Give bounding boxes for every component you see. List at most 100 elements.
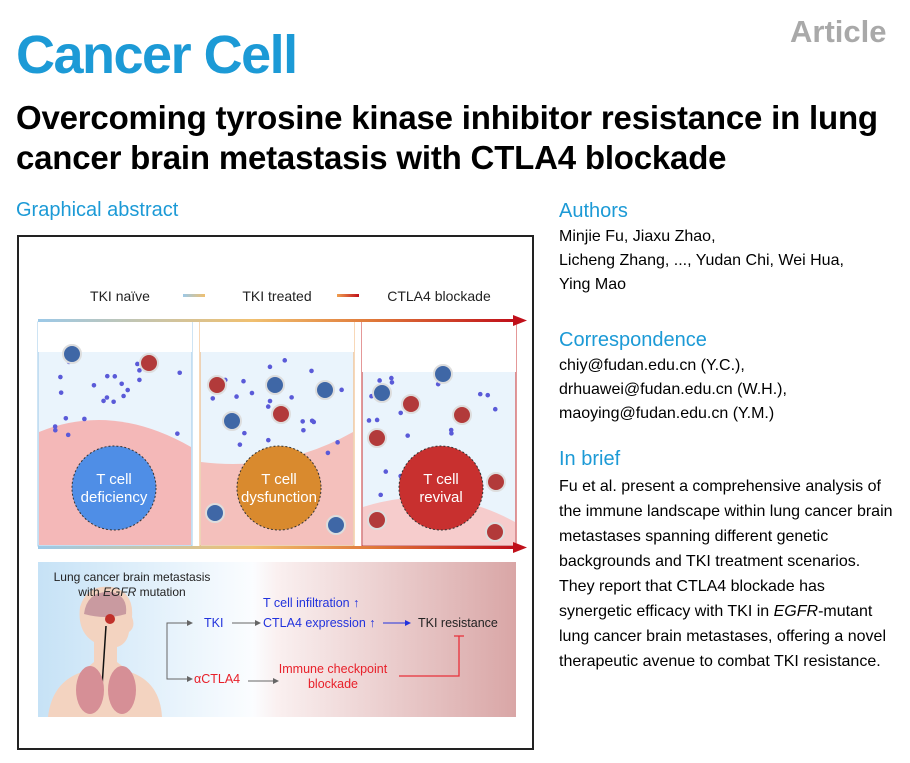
expression-label: CTLA4 expression ↑ [263, 616, 376, 630]
circle-t-cell-dysfunction [236, 445, 322, 531]
circle-label: T cell [261, 471, 297, 488]
cell-nucleus [477, 391, 483, 397]
cell-nucleus [104, 373, 110, 379]
cell-nucleus [137, 377, 142, 383]
tumor-cell-icon [271, 404, 291, 424]
tumor-cell-icon [452, 405, 472, 425]
cell-nucleus [175, 431, 180, 436]
circle-t-cell-revival [398, 445, 484, 531]
cell-nucleus [289, 395, 294, 400]
circle-t-cell-deficiency [71, 445, 157, 531]
email-link[interactable]: maoying@fudan.edu.cn (Y.M.) [559, 405, 775, 422]
resistance-label: TKI resistance [418, 616, 498, 630]
graphical-abstract: TKI naïve TKI treated CTLA4 blockade T c… [17, 235, 534, 750]
cell-nucleus [339, 387, 344, 393]
cell-nucleus [65, 432, 71, 438]
tumor-cell-icon [207, 375, 227, 395]
email-link[interactable]: drhuawei@fudan.edu.cn (W.H.), [559, 381, 787, 398]
cell-nucleus [377, 378, 382, 383]
cell-nucleus [485, 392, 491, 398]
circle-label: T cell [423, 471, 459, 488]
cell-nucleus [63, 415, 69, 421]
in-brief-text: Fu et al. present a comprehensive analys… [559, 478, 893, 670]
cell-nucleus [135, 361, 140, 367]
cell-nucleus [58, 390, 64, 395]
cell-nucleus [301, 427, 306, 433]
cell-nucleus [234, 394, 239, 399]
t-cell-icon [315, 380, 335, 400]
cell-nucleus [389, 375, 394, 381]
t-cell-icon [433, 364, 453, 384]
cell-nucleus [398, 410, 404, 416]
cell-nucleus [282, 358, 288, 363]
cell-nucleus [104, 395, 110, 400]
stage-tki-treated: TKI treated [242, 288, 311, 304]
tumor-cell-icon [486, 472, 506, 492]
mechanism-title-line1: Lung cancer brain metastasis [54, 570, 211, 584]
stage-ctla4-blockade: CTLA4 blockade [387, 288, 491, 304]
timeline-top [38, 319, 513, 322]
mechanism-title-line2: with EGFR mutation [77, 585, 185, 599]
cell-nucleus [449, 431, 454, 436]
journal-logo: Cancer Cell [16, 25, 298, 85]
cell-nucleus [82, 416, 87, 422]
author-line: Minjie Fu, Jiaxu Zhao, [559, 228, 716, 245]
cell-nucleus [448, 427, 454, 433]
cell-nucleus [91, 383, 97, 388]
cell-nucleus [111, 399, 116, 405]
cell-nucleus [405, 433, 410, 438]
cell-nucleus [241, 378, 246, 384]
cell-nucleus [366, 418, 372, 423]
tumor-cell-icon [367, 428, 387, 448]
tki-label: TKI [204, 616, 223, 630]
tumor-cell-icon [485, 522, 505, 542]
icb-label: Immune checkpoint [279, 662, 388, 676]
tumor-cell-icon [139, 353, 159, 373]
panels [37, 321, 517, 547]
stage-arrow [183, 294, 205, 297]
in-brief-section: In brief Fu et al. present a comprehensi… [559, 447, 899, 674]
cell-nucleus [267, 364, 273, 370]
t-cell-icon [372, 383, 392, 403]
cell-nucleus [335, 440, 340, 445]
stage-arrow [337, 294, 359, 297]
t-cell-icon [205, 503, 225, 523]
graphical-abstract-figure: TKI naïve TKI treated CTLA4 blockade T c… [37, 288, 527, 717]
graphical-abstract-heading: Graphical abstract [16, 199, 179, 221]
actla4-label: αCTLA4 [194, 672, 240, 686]
cell-nucleus [266, 437, 271, 443]
cell-nucleus [137, 368, 142, 373]
cell-nucleus [492, 406, 498, 412]
cell-nucleus [237, 442, 243, 447]
t-cell-icon [222, 411, 242, 431]
human-figure-icon [48, 586, 162, 717]
circle-label: dysfunction [241, 489, 317, 506]
cell-nucleus [177, 370, 183, 376]
mechanism-panel: Lung cancer brain metastasis with EGFR m… [38, 562, 516, 717]
cell-nucleus [300, 419, 305, 424]
arrow-head [513, 542, 527, 553]
cell-nucleus [267, 398, 273, 404]
cell-nucleus [374, 417, 380, 423]
cell-nucleus [383, 469, 389, 474]
cell-nucleus [265, 404, 271, 409]
circle-label: deficiency [81, 489, 148, 506]
cell-nucleus [325, 450, 331, 456]
tumor-cell-icon [401, 394, 421, 414]
cell-nucleus [112, 374, 118, 379]
timeline-bottom [38, 546, 513, 549]
email-link[interactable]: chiy@fudan.edu.cn (Y.C.), [559, 357, 745, 374]
circle-label: revival [419, 489, 462, 506]
article-type: Article [790, 14, 887, 49]
cell-nucleus [53, 427, 58, 433]
cell-nucleus [249, 390, 255, 396]
t-cell-icon [62, 344, 82, 364]
stage-labels: TKI naïve TKI treated CTLA4 blockade [90, 288, 491, 304]
cell-nucleus [378, 492, 383, 498]
cell-nucleus [309, 418, 315, 424]
cell-nucleus [242, 430, 247, 436]
infiltration-label: T cell infiltration ↑ [263, 596, 359, 610]
author-line: Ying Mao [559, 276, 626, 293]
circle-label: T cell [96, 471, 132, 488]
stage-tki-naive: TKI naïve [90, 288, 150, 304]
